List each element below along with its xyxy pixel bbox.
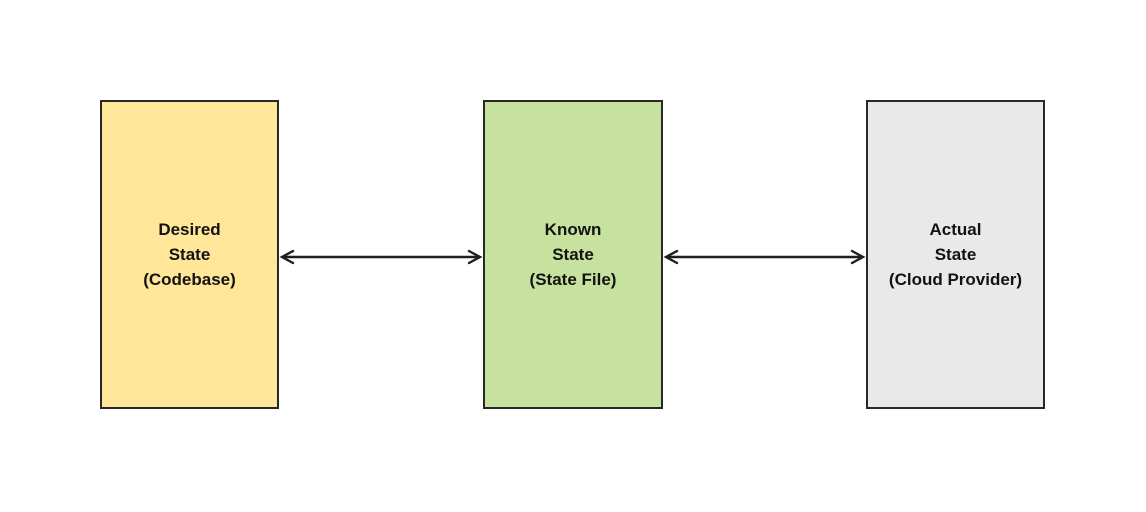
known-state-label-line3: (State File) xyxy=(529,270,617,289)
actual-state-label-line1: Actual xyxy=(929,220,982,239)
actual-state-label-line2: State xyxy=(934,245,977,264)
known-state-label-line1: Known xyxy=(544,220,602,239)
known-state-box: Known State (State File) xyxy=(483,100,663,409)
desired-state-label-line2: State xyxy=(168,245,211,264)
desired-state-label-line1: Desired xyxy=(158,220,221,239)
actual-state-label-line3: (Cloud Provider) xyxy=(888,270,1023,289)
known-state-label-line2: State xyxy=(552,245,594,264)
desired-state-label-line3: (Codebase) xyxy=(143,270,236,289)
desired-state-box: Desired State (Codebase) xyxy=(100,100,279,409)
actual-state-box: Actual State (Cloud Provider) xyxy=(866,100,1045,409)
